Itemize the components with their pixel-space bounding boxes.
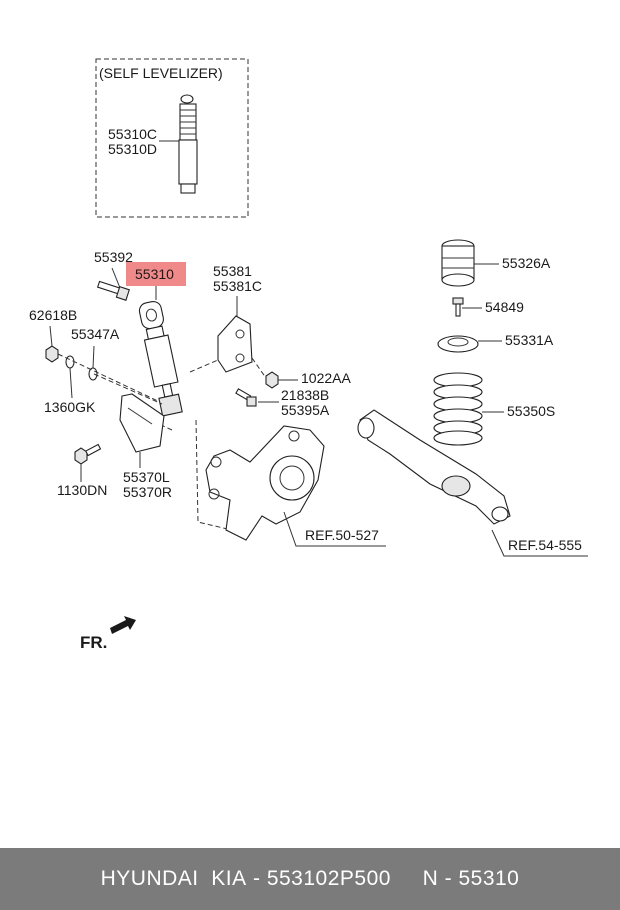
bolt-54849-drawing [452,297,464,317]
label-1022AA: 1022AA [301,370,351,386]
self-levelizer-box [95,58,249,218]
nut-1022AA-drawing [265,371,279,389]
label-54849: 54849 [485,299,524,315]
label-ref-54-555: REF.54-555 [508,537,582,553]
label-55395A: 55395A [281,402,330,418]
bolt-21838B-drawing [235,388,257,407]
washer-55347A-drawing [88,367,98,381]
bump-stopper-55326A-drawing [441,239,475,287]
label-55381: 55381 [213,263,252,279]
footer-n-value: 55310 [458,867,520,890]
footer-brand: HYUNDAI KIA [100,867,247,890]
shock-absorber-55310-drawing [138,300,183,417]
label-55310D: 55310D [108,141,157,157]
label-55392: 55392 [94,249,133,265]
highlight-box-55310 [126,262,186,286]
label-55310C: 55310C [108,126,157,142]
footer-separator: - [246,867,267,890]
footer-n-prefix: N - [422,867,459,890]
bracket-55381-drawing [217,315,253,373]
label-55370R: 55370R [123,484,172,500]
label-55350S: 55350S [507,403,555,419]
label-fr: FR. [80,633,107,652]
self-levelizer-shock-drawing [178,94,198,194]
label-55381C: 55381C [213,278,262,294]
bolt-1130DN-drawing [74,443,102,465]
footer-gap [391,867,423,891]
label-62618B: 62618B [29,307,77,323]
parts-diagram: (SELF LEVELIZER) 55310C 55310D 55392 553… [29,58,588,652]
label-55326A: 55326A [502,255,551,271]
footer-part-number: 553102P500 [266,867,391,890]
front-arrow-icon [110,616,136,634]
label-21838B: 21838B [281,387,329,403]
spring-pad-55331A-drawing [437,335,479,353]
bolt-55392-drawing [96,280,130,301]
label-1360GK: 1360GK [44,399,96,415]
coil-spring-55350S-drawing [433,372,483,446]
knuckle-drawing [205,425,325,541]
label-55331A: 55331A [505,332,554,348]
label-55370L: 55370L [123,469,170,485]
label-55310: 55310 [135,266,174,282]
label-ref-50-527: REF.50-527 [305,527,379,543]
lower-arm-drawing [357,409,511,525]
guard-55370-drawing [119,393,165,453]
nut-62618B-drawing [45,345,59,363]
label-55347A: 55347A [71,326,120,342]
label-self-levelizer: (SELF LEVELIZER) [99,65,223,81]
part-number-footer: HYUNDAI KIA - 553102P500 N - 55310 [0,848,620,910]
label-1130DN: 1130DN [57,482,107,498]
